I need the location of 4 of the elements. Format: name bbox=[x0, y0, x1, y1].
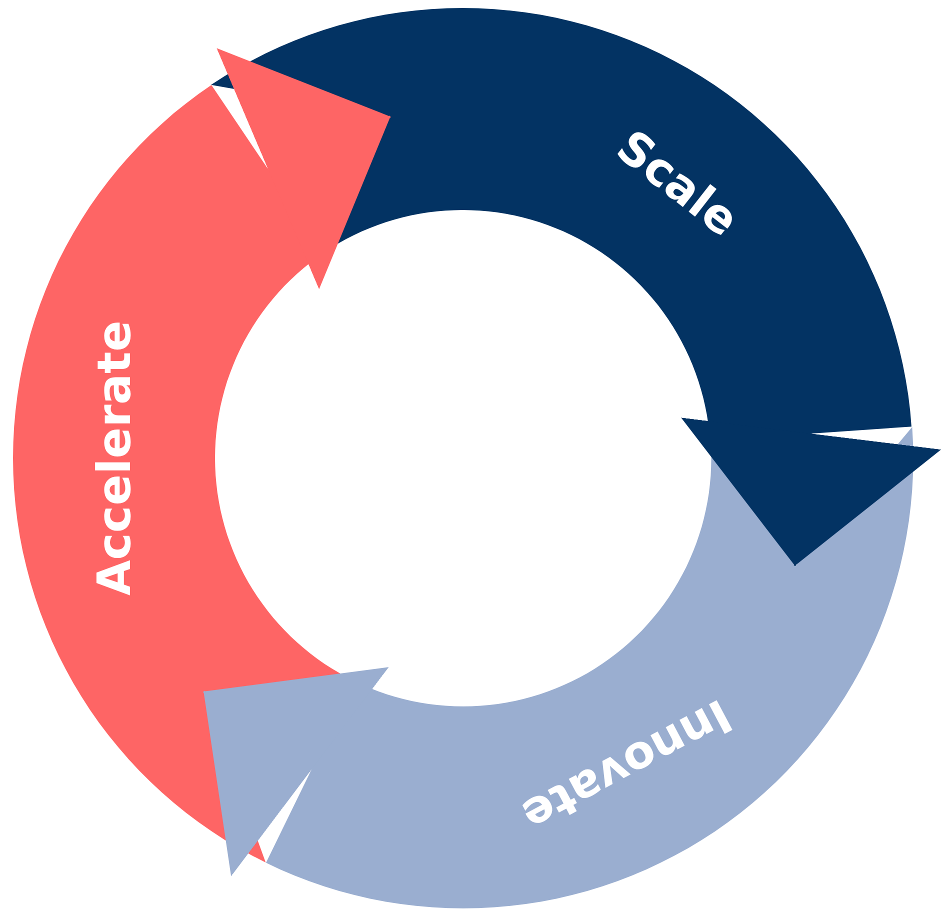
arrow-label: Accelerate bbox=[91, 320, 137, 596]
arrow bbox=[203, 667, 389, 876]
arrow bbox=[216, 48, 391, 290]
arrow bbox=[681, 418, 942, 566]
